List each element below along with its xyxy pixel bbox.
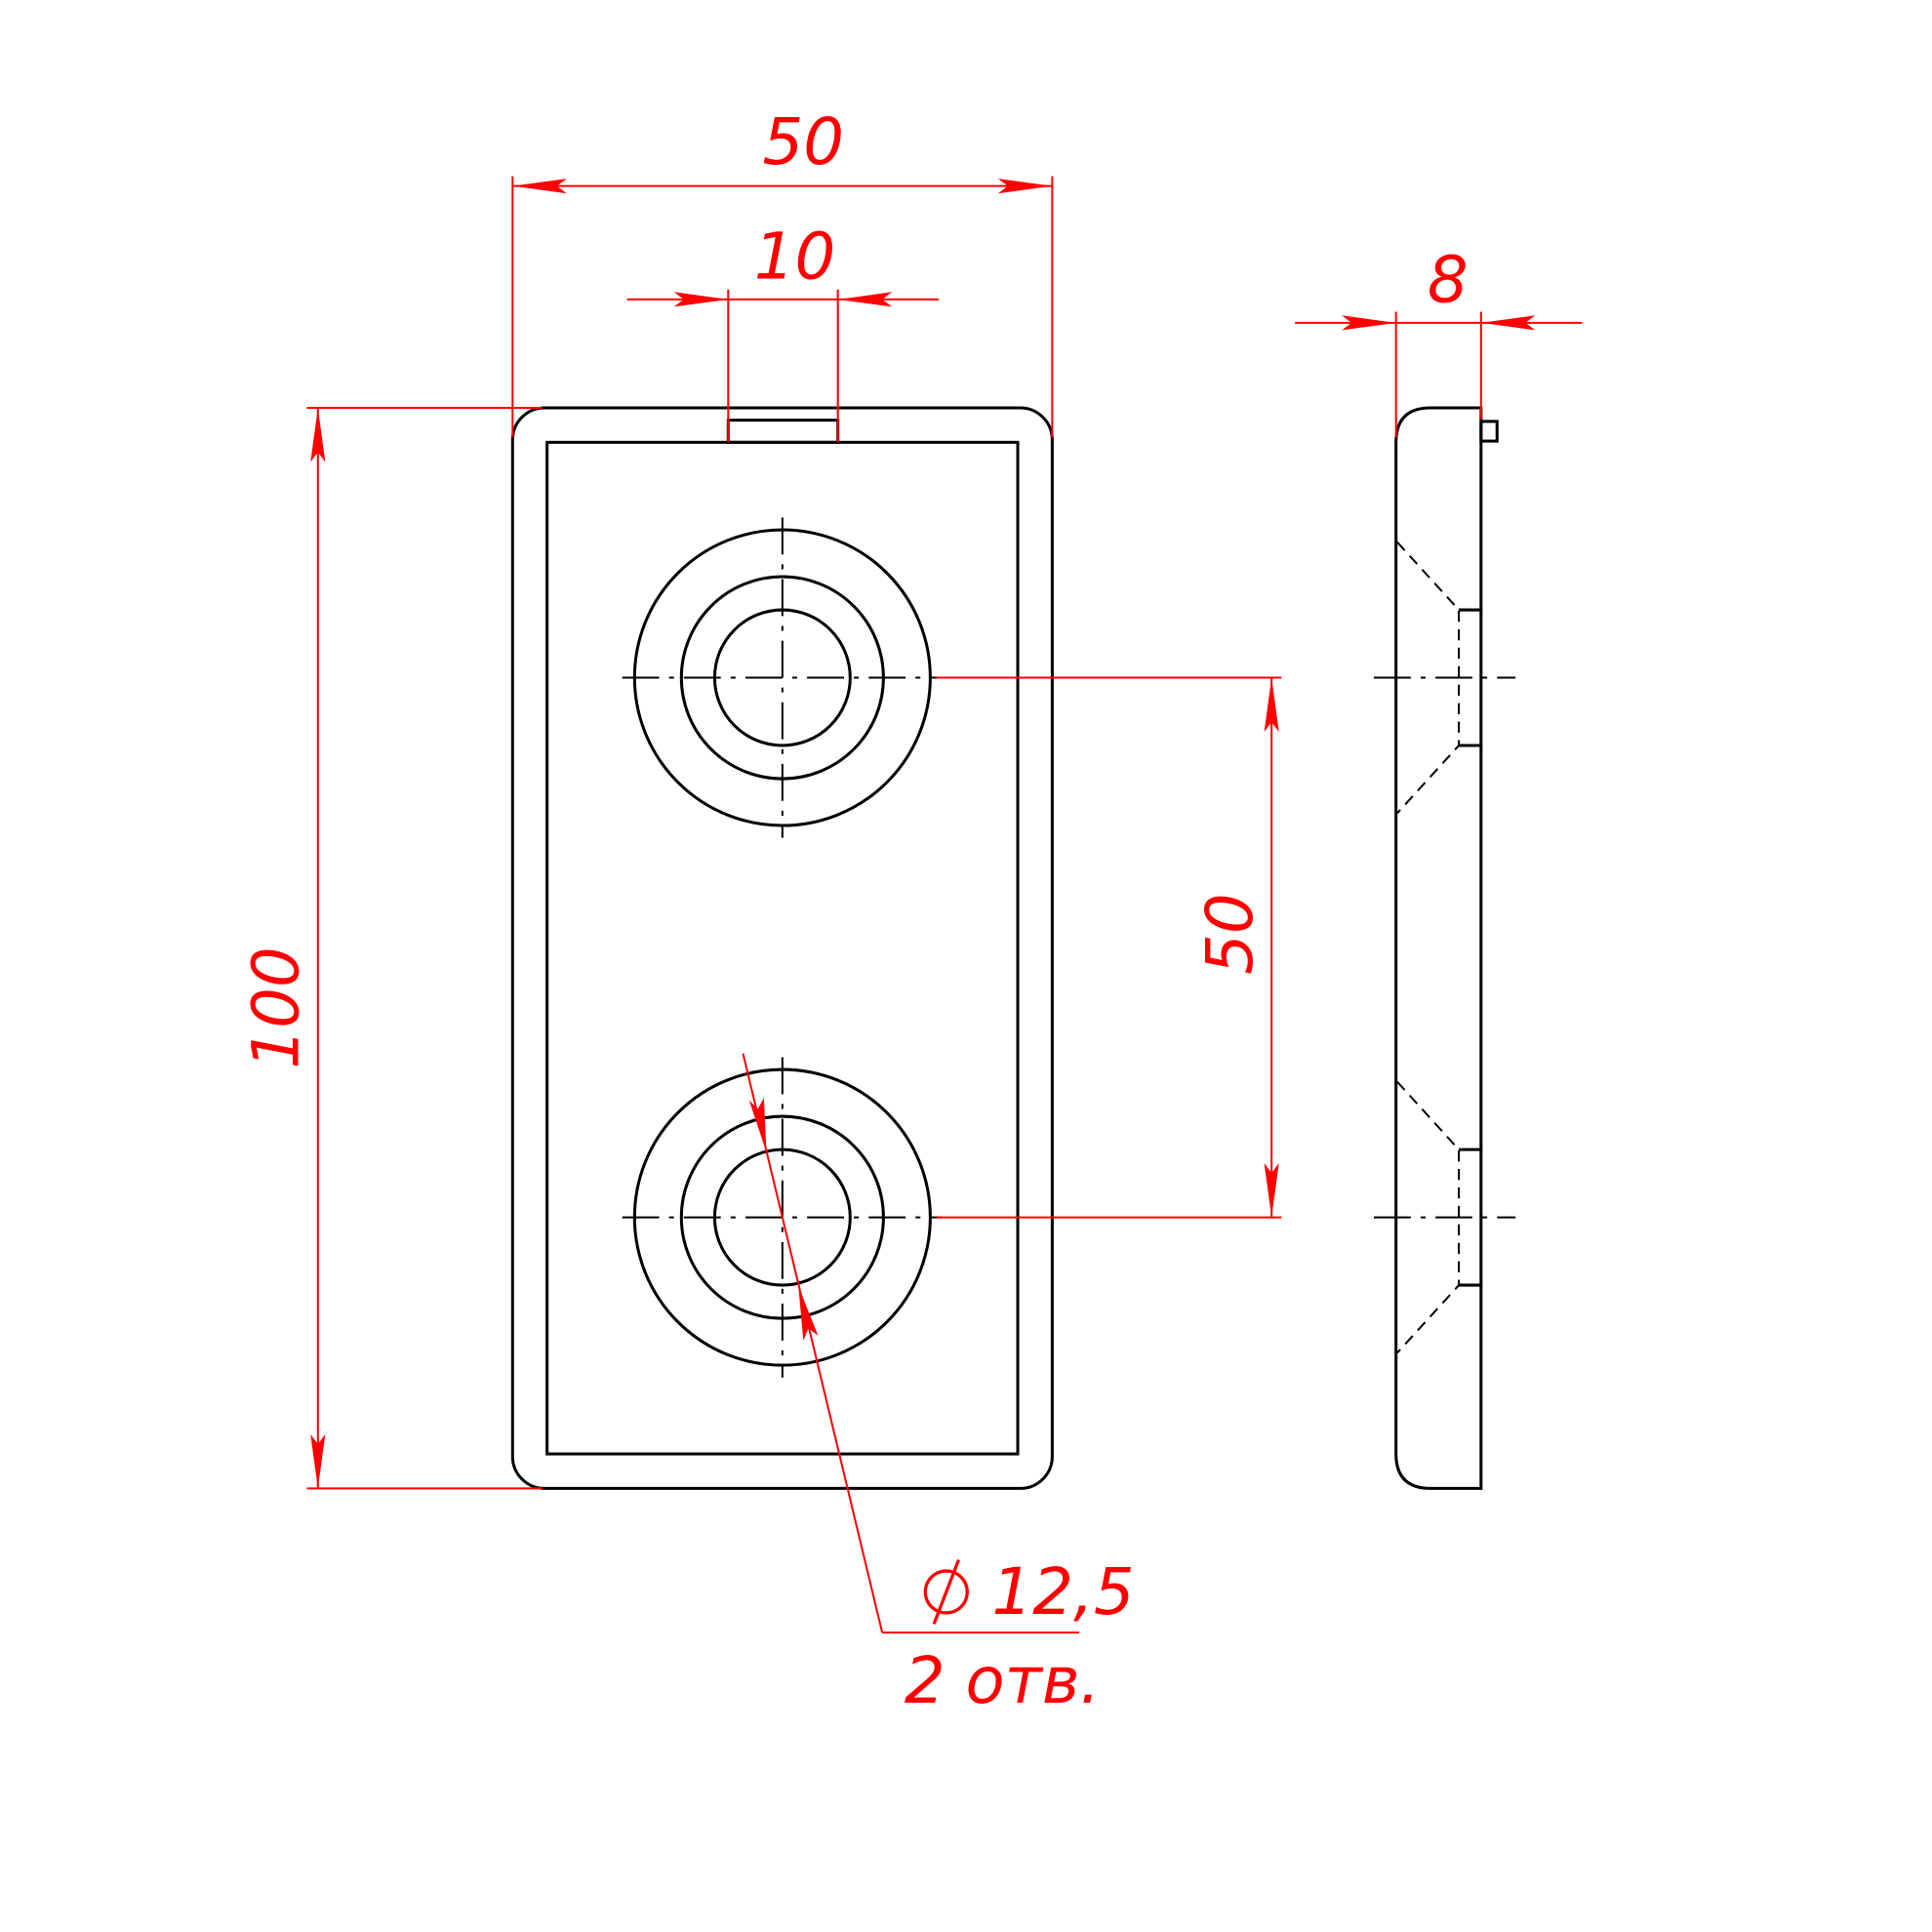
- hole-top: [622, 517, 944, 838]
- dimension-label: 8: [1428, 243, 1469, 317]
- dimension-hole-spacing-50: 50: [936, 676, 1282, 1219]
- hole-count-note: 2 отв.: [905, 1644, 1101, 1718]
- dimension-label: 12,5: [992, 1555, 1135, 1630]
- dimension-label: 50: [1193, 893, 1268, 975]
- dimension-label: 100: [240, 946, 314, 1068]
- dimension-height-100: 100: [240, 406, 543, 1490]
- front-view: [510, 406, 1054, 1490]
- dimension-width-50: 50: [511, 105, 1054, 438]
- dimension-hole-diameter: 12,5 2 отв.: [742, 1053, 1135, 1718]
- side-view: [1373, 406, 1516, 1490]
- dimension-label: 50: [763, 105, 845, 180]
- plate-outline: [510, 406, 1054, 1490]
- diameter-icon: [923, 1559, 969, 1625]
- dimension-thickness-8: 8: [1295, 243, 1583, 438]
- tab: [726, 419, 840, 444]
- dimension-tab-10: 10: [626, 220, 940, 443]
- dimension-label: 10: [754, 220, 836, 294]
